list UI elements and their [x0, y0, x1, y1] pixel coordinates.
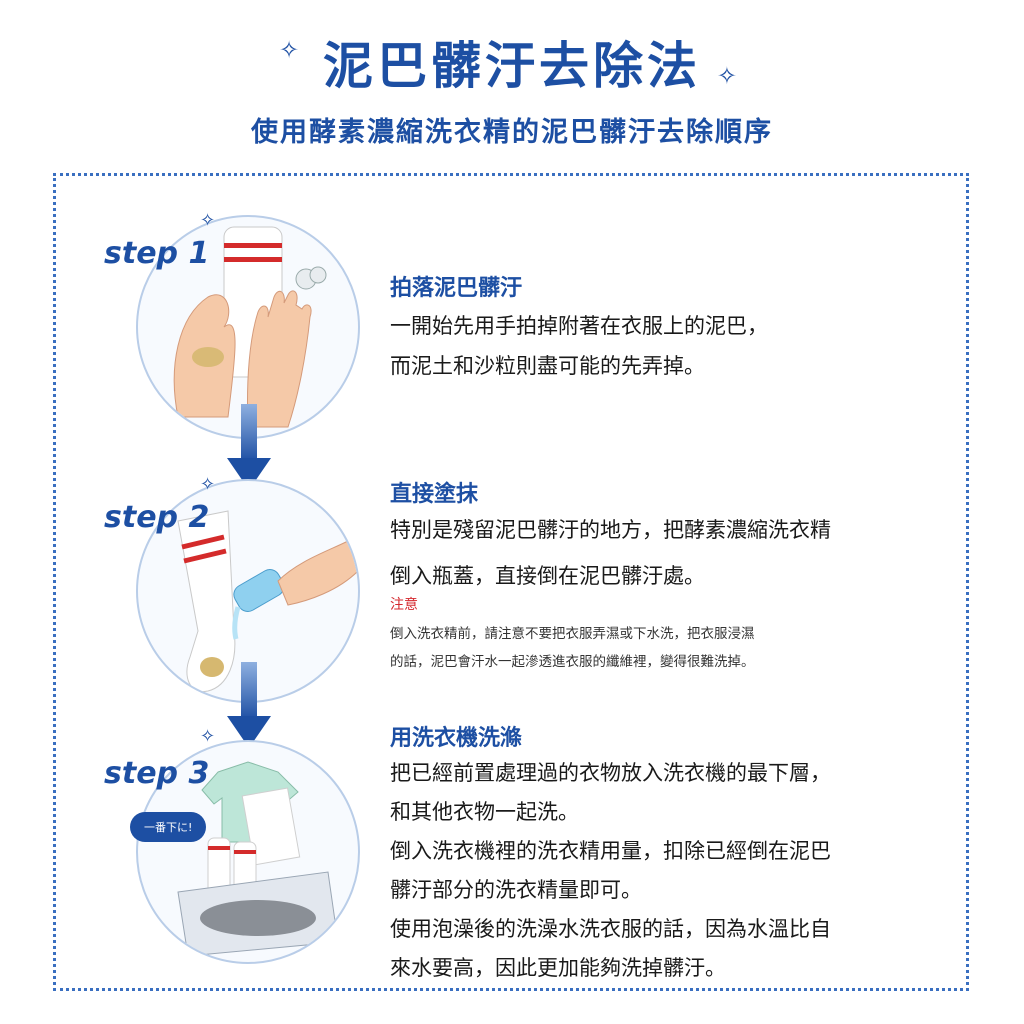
- text-line: 倒入洗衣機裡的洗衣精用量，扣除已經倒在泥巴: [390, 839, 831, 863]
- down-arrow-icon: [227, 404, 271, 490]
- sparkle-icon: ✧: [279, 36, 304, 64]
- sparkle-icon: ✧: [200, 474, 216, 495]
- text-line: 而泥土和沙粒則盡可能的先弄掉。: [390, 354, 705, 378]
- text-line: 使用泡澡後的洗澡水洗衣服的話，因為水溫比自: [390, 917, 831, 941]
- text-line: 一開始先用手拍掉附著在衣服上的泥巴，: [390, 314, 768, 338]
- note-text: 倒入洗衣精前，請注意不要把衣服弄濕或下水洗，把衣服浸濕 的話，泥巴會汗水一起滲透…: [390, 620, 920, 676]
- step2-heading: 直接塗抹: [390, 482, 479, 507]
- text-line: 倒入瓶蓋，直接倒在泥巴髒汙處。: [390, 564, 705, 588]
- title-area: ✧ 泥巴髒汙去除法 ✧: [0, 26, 1024, 98]
- step3-heading: 用洗衣機洗滌: [390, 726, 523, 751]
- step3-label: step 3: [104, 756, 210, 791]
- down-arrow-icon: [227, 662, 271, 748]
- text-line: 把已經前置處理過的衣物放入洗衣機的最下層，: [390, 761, 831, 785]
- step3-illustration: [136, 740, 360, 964]
- note-line: 的話，泥巴會汗水一起滲透進衣服的纖維裡，變得很難洗掉。: [390, 654, 755, 670]
- page-subtitle: 使用酵素濃縮洗衣精的泥巴髒汙去除順序: [251, 117, 773, 148]
- sock-bottle-illustration: [177, 510, 358, 693]
- note-label: 注意: [390, 597, 418, 613]
- text-line: 來水要高，因此更加能夠洗掉髒汙。: [390, 956, 726, 980]
- step1-heading: 拍落泥巴髒汙: [390, 276, 523, 301]
- step2-text: 特別是殘留泥巴髒汙的地方，把酵素濃縮洗衣精 倒入瓶蓋，直接倒在泥巴髒汙處。: [390, 510, 831, 596]
- note-line: 倒入洗衣精前，請注意不要把衣服弄濕或下水洗，把衣服浸濕: [390, 626, 755, 642]
- step3-text: 把已經前置處理過的衣物放入洗衣機的最下層， 和其他衣物一起洗。 倒入洗衣機裡的洗…: [390, 754, 831, 988]
- page-title-text: 泥巴髒汙去除法: [323, 37, 701, 95]
- washing-machine-illustration: [177, 761, 339, 957]
- sparkle-icon: ✧: [200, 726, 216, 747]
- text-line: 特別是殘留泥巴髒汙的地方，把酵素濃縮洗衣精: [390, 518, 831, 542]
- sparkle-icon: ✧: [716, 62, 741, 90]
- steps-panel: [53, 173, 969, 991]
- page-title: ✧ 泥巴髒汙去除法 ✧: [279, 26, 737, 98]
- step1-label: step 1: [104, 236, 210, 271]
- text-line: 髒汙部分的洗衣精量即可。: [390, 878, 642, 902]
- step1-text: 一開始先用手拍掉附著在衣服上的泥巴， 而泥土和沙粒則盡可能的先弄掉。: [390, 306, 768, 386]
- text-line: 和其他衣物一起洗。: [390, 800, 579, 824]
- speech-bubble: 一番下に!: [130, 812, 207, 842]
- step2-label: step 2: [104, 500, 210, 535]
- sparkle-icon: ✧: [200, 210, 216, 231]
- hands-sock-illustration: [173, 226, 327, 428]
